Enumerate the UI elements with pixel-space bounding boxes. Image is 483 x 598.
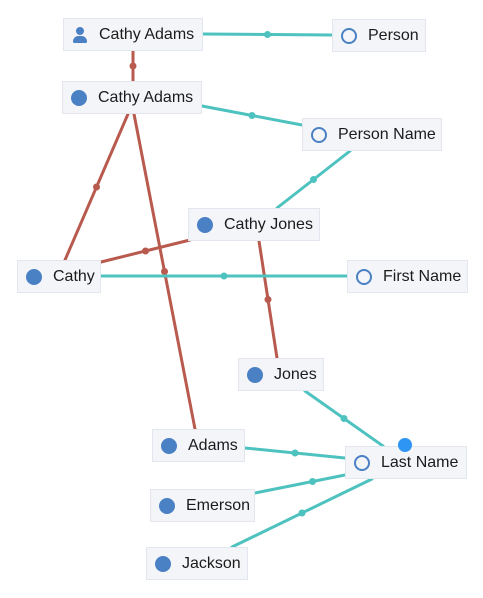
node-label: Jackson	[182, 554, 241, 572]
filled-circle-icon	[161, 437, 177, 454]
node-cathy[interactable]: Cathy	[17, 260, 101, 293]
edge-midpoint-dot	[291, 449, 299, 457]
node-label: Cathy	[53, 267, 95, 285]
node-person[interactable]: Person	[332, 19, 426, 52]
filled-circle-icon	[197, 216, 213, 233]
node-label: Emerson	[186, 496, 251, 514]
edge-midpoint-dot	[309, 478, 316, 485]
node-label: First Name	[383, 267, 462, 285]
node-label: Person Name	[338, 125, 436, 143]
edge-midpoint-dot	[298, 509, 306, 517]
hollow-circle-icon	[311, 126, 327, 143]
edge-midpoint-dot	[310, 176, 317, 183]
node-cathy-jones[interactable]: Cathy Jones	[188, 208, 320, 241]
node-label: Cathy Adams	[99, 25, 195, 43]
edge-midpoint-dot	[264, 296, 272, 303]
node-cathy-adams[interactable]: Cathy Adams	[62, 81, 202, 114]
hollow-circle-icon	[341, 27, 357, 44]
edge-midpoint-dot	[264, 31, 271, 38]
hollow-circle-icon	[354, 454, 370, 471]
node-emerson[interactable]: Emerson	[150, 489, 255, 522]
node-jackson[interactable]: Jackson	[146, 547, 248, 580]
node-label: Person	[368, 26, 419, 44]
person-icon	[72, 26, 88, 43]
node-label: Cathy Adams	[98, 88, 194, 106]
edge-midpoint-dot	[142, 247, 149, 255]
edge-midpoint-dot	[129, 62, 137, 70]
node-person-name[interactable]: Person Name	[302, 118, 442, 151]
filled-circle-icon	[26, 268, 42, 285]
edge-midpoint-dot	[340, 415, 348, 422]
node-adams[interactable]: Adams	[152, 429, 245, 462]
node-label: Cathy Jones	[224, 215, 313, 233]
filled-circle-icon	[155, 555, 171, 572]
node-label: Last Name	[381, 453, 459, 471]
node-cathy-adams-person[interactable]: Cathy Adams	[63, 18, 203, 51]
edge-midpoint-dot	[161, 268, 168, 275]
node-label: Jones	[274, 365, 317, 383]
edge-midpoint-dot	[93, 183, 100, 191]
filled-circle-icon	[247, 366, 263, 383]
edge-midpoint-dot	[220, 272, 228, 280]
node-first-name[interactable]: First Name	[347, 260, 468, 293]
edge-midpoint-dot	[248, 112, 256, 119]
connection-handle[interactable]	[398, 438, 412, 452]
hollow-circle-icon	[356, 268, 372, 285]
node-label: Adams	[188, 436, 238, 454]
filled-circle-icon	[159, 497, 175, 514]
node-jones[interactable]: Jones	[238, 358, 324, 391]
filled-circle-icon	[71, 89, 87, 106]
